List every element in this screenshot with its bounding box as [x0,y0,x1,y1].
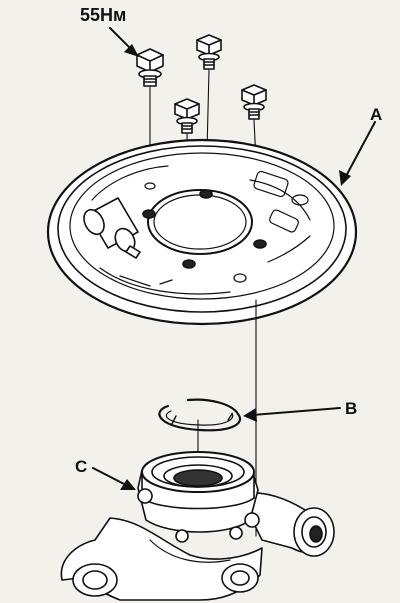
bolt-4 [241,84,267,120]
bolt-1 [136,48,164,87]
backing-plate [46,138,358,326]
callout-arrows [92,27,376,490]
knuckle [60,451,335,601]
torque-label: 55Нм [80,5,127,25]
snap-ring [158,398,241,432]
label-c: C [75,457,88,476]
bolt-3 [174,98,200,134]
bolt-2 [196,34,222,70]
wheel-cylinder [83,197,141,259]
label-a: A [370,105,383,124]
label-b: B [345,399,358,418]
